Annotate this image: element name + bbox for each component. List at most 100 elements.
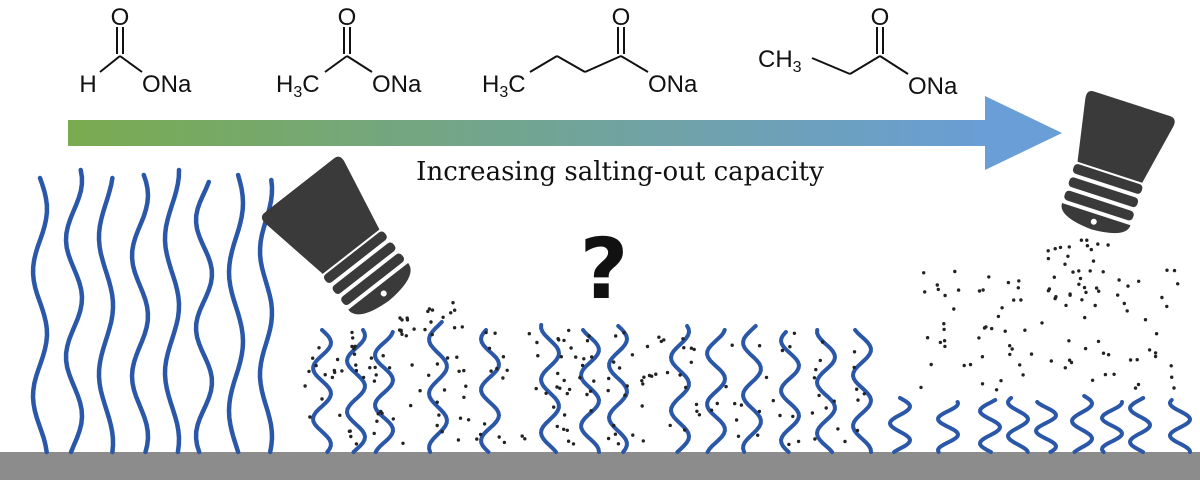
salt-particle	[617, 366, 622, 370]
salt-particle	[981, 288, 985, 292]
salt-particle	[1165, 268, 1169, 272]
salt-particle	[694, 402, 699, 407]
salt-particle	[464, 384, 468, 388]
salt-particle	[1017, 279, 1021, 283]
salt-particle	[1006, 280, 1011, 285]
salt-particle	[567, 387, 572, 392]
salt-particle	[466, 418, 471, 422]
salt-particle	[820, 340, 825, 344]
salt-particle	[1064, 303, 1068, 308]
salt-particle	[320, 397, 324, 401]
salt-particle	[999, 379, 1003, 383]
salt-particle	[1049, 359, 1054, 363]
salt-particle	[623, 393, 627, 397]
molecule-acetate	[324, 27, 373, 73]
salt-particle	[832, 399, 836, 403]
salt-particle	[1122, 301, 1127, 306]
salt-particle	[423, 327, 427, 332]
salt-particle	[1079, 238, 1084, 242]
salt-shaker-icon	[261, 156, 411, 315]
salt-particle	[505, 368, 509, 372]
salt-particle	[404, 334, 408, 338]
salt-particle	[923, 290, 927, 294]
salt-particle	[757, 409, 762, 414]
salt-particle	[1077, 269, 1081, 273]
salt-particle	[962, 363, 966, 368]
salt-particle	[1066, 254, 1070, 258]
acetate-salt: ONa	[372, 71, 422, 98]
salt-particle	[559, 355, 563, 359]
salt-particle	[1165, 304, 1169, 309]
butyrate-salt: ONa	[648, 71, 698, 98]
salt-particle	[1101, 270, 1105, 274]
salt-particle	[929, 362, 933, 367]
salt-particle	[452, 326, 457, 330]
salt-particle	[430, 308, 435, 312]
salt-particle	[442, 388, 447, 392]
salt-particle	[788, 345, 792, 349]
salt-particle	[953, 269, 957, 274]
polymer-chain	[96, 175, 116, 455]
salt-particle	[475, 437, 479, 441]
salt-particle	[681, 337, 685, 341]
salt-particle	[613, 432, 618, 436]
salt-particle	[427, 373, 431, 377]
salt-particle	[400, 318, 404, 322]
salt-particle	[569, 346, 573, 350]
salt-particle	[391, 417, 395, 421]
salt-particle	[352, 352, 357, 356]
salt-particle	[1040, 321, 1044, 325]
molecule-propionate	[811, 27, 909, 75]
salt-particle	[662, 338, 666, 342]
polymer-chain	[1128, 396, 1153, 454]
salt-particle	[1052, 275, 1057, 279]
salt-particle	[715, 401, 719, 406]
salt-particle	[462, 395, 466, 399]
salt-particle	[1016, 286, 1020, 290]
salt-particle	[427, 307, 432, 311]
salt-particle	[567, 328, 571, 333]
polymer-chain	[1005, 396, 1031, 454]
acetate-carbonyl-o: O	[338, 4, 357, 31]
salt-particle	[412, 327, 416, 331]
propionate-salt: ONa	[908, 73, 958, 100]
salt-particle	[381, 354, 385, 358]
butyrate-methyl: H3C	[482, 71, 526, 101]
molecule-formate	[99, 27, 143, 73]
polymer-chain	[668, 324, 692, 454]
salt-particle	[354, 368, 359, 373]
salt-particle	[1090, 378, 1095, 382]
polymer-brushes	[30, 167, 1193, 455]
salt-particle	[980, 382, 985, 386]
salt-particle	[478, 432, 483, 437]
salt-particle	[792, 331, 797, 335]
salt-particle	[996, 314, 1001, 319]
salt-particle	[456, 438, 461, 442]
salt-particle	[1046, 249, 1050, 253]
salt-particle	[527, 332, 531, 336]
salt-particle	[562, 378, 566, 383]
salt-particle	[405, 316, 409, 320]
salt-particle	[338, 413, 342, 417]
salt-particle	[606, 388, 610, 393]
salt-particle	[1085, 244, 1090, 248]
salt-particle	[1136, 382, 1141, 387]
salt-particle	[535, 340, 539, 345]
salt-particle	[641, 439, 645, 443]
salt-particle	[695, 409, 699, 413]
salt-particle	[862, 392, 866, 396]
salt-particle	[818, 358, 822, 363]
salt-particle	[1046, 256, 1051, 261]
polymer-chain	[310, 328, 334, 454]
polymer-chain	[226, 172, 246, 455]
salt-particle	[616, 442, 621, 446]
salt-particle	[631, 433, 635, 437]
salt-particle	[778, 413, 782, 418]
salt-particle	[589, 409, 593, 413]
salt-particle	[308, 415, 312, 419]
salt-particle	[361, 375, 366, 380]
polymer-chain	[978, 398, 1003, 454]
salt-particle	[641, 382, 645, 386]
salt-particle	[1172, 268, 1177, 273]
salt-particle	[1170, 375, 1174, 379]
